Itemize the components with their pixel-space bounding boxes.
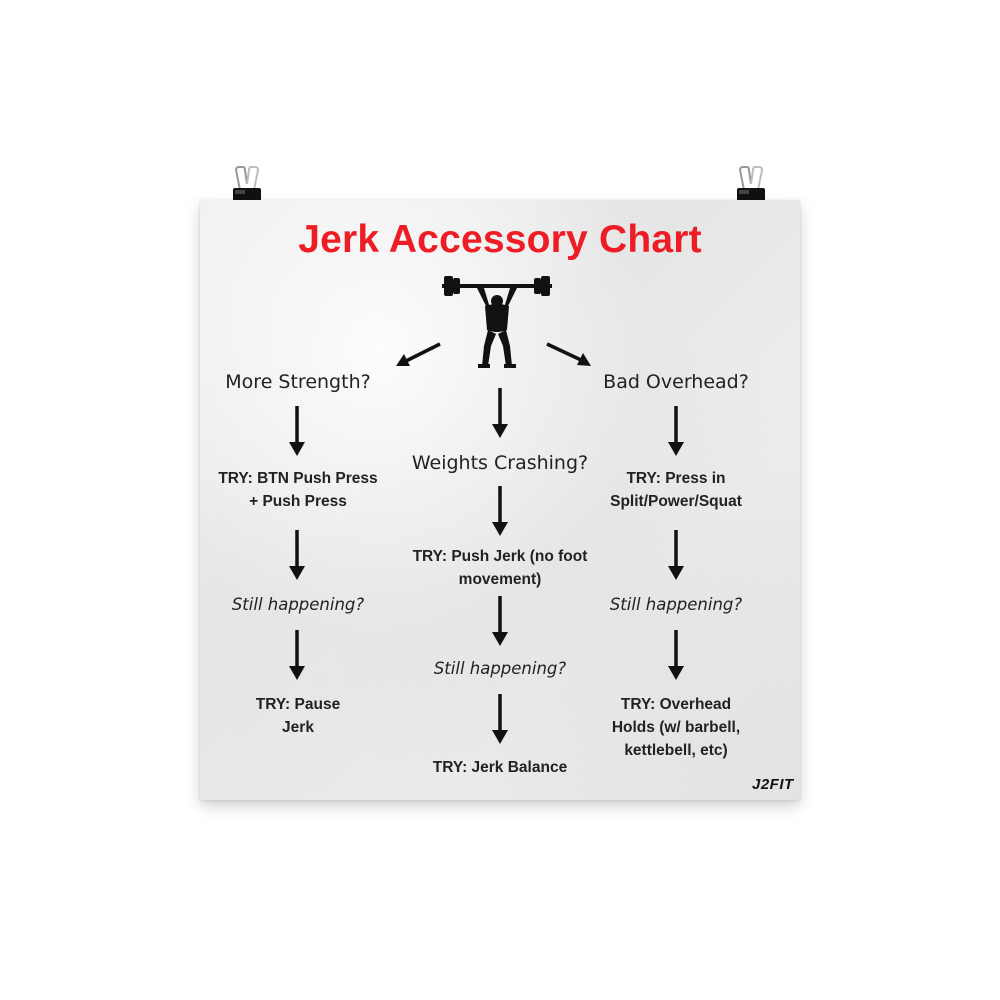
right-try-2: TRY: Overhead Holds (w/ barbell, kettleb…	[596, 693, 756, 762]
arrow-down-icon	[492, 596, 508, 646]
right-try-1: TRY: Press in Split/Power/Squat	[596, 467, 756, 513]
left-question: More Strength?	[225, 371, 371, 393]
left-still-happening: Still happening?	[231, 595, 365, 614]
arrow-down-icon	[289, 530, 305, 580]
center-try-2: TRY: Jerk Balance	[432, 759, 568, 776]
right-try-2-line-3: kettlebell, etc)	[624, 742, 728, 759]
right-try-2-line-2: Holds (w/ barbell,	[611, 719, 741, 736]
right-question: Bad Overhead?	[603, 371, 749, 393]
weightlifter-overhead-silhouette-icon	[442, 276, 552, 368]
center-question: Weights Crashing?	[411, 452, 589, 474]
left-try-2-line-1: TRY: Pause	[255, 696, 341, 713]
brand-logo: J2FIT	[752, 776, 794, 793]
left-try-1-line-1: TRY: BTN Push Press	[218, 470, 378, 487]
arrow-down-icon	[668, 530, 684, 580]
right-try-1-line-1: TRY: Press in	[626, 470, 726, 487]
arrow-down-icon	[492, 388, 508, 438]
center-try-1: TRY: Push Jerk (no foot movement)	[395, 545, 605, 591]
arrow-down-icon	[289, 406, 305, 456]
left-try-1: TRY: BTN Push Press + Push Press	[202, 467, 394, 513]
center-still-happening: Still happening?	[433, 659, 567, 678]
right-try-1-line-2: Split/Power/Squat	[610, 493, 742, 510]
arrow-down-right-icon	[546, 342, 591, 366]
arrow-down-icon	[668, 630, 684, 680]
chart-title: Jerk Accessory Chart	[298, 218, 702, 261]
arrow-down-icon	[668, 406, 684, 456]
left-try-2: TRY: Pause Jerk	[222, 693, 374, 739]
center-try-1-line-2: movement)	[458, 571, 542, 588]
arrow-down-icon	[492, 694, 508, 744]
left-try-2-line-2: Jerk	[282, 719, 314, 736]
arrow-down-icon	[289, 630, 305, 680]
center-try-1-line-1: TRY: Push Jerk (no foot	[412, 548, 588, 565]
arrow-down-left-icon	[396, 342, 441, 366]
right-try-2-line-1: TRY: Overhead	[620, 696, 732, 713]
right-still-happening: Still happening?	[609, 595, 743, 614]
arrow-down-icon	[492, 486, 508, 536]
left-try-1-line-2: + Push Press	[249, 493, 347, 510]
